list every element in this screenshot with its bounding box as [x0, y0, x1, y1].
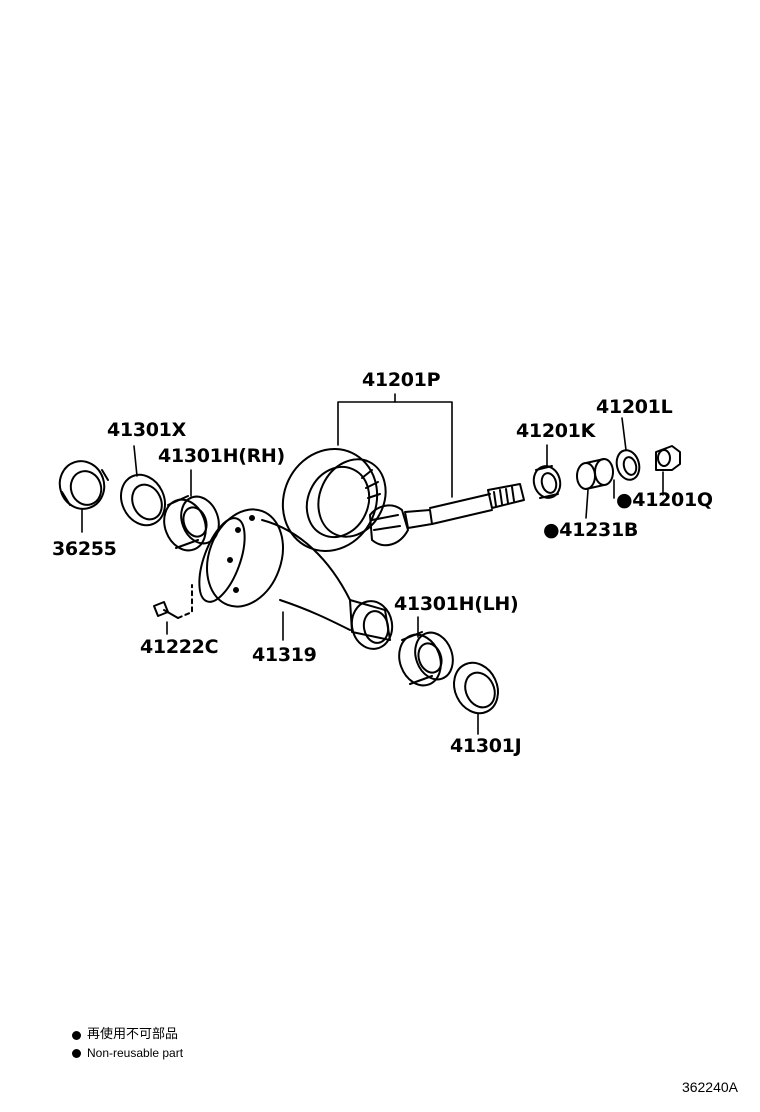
bullet-icon	[72, 1048, 81, 1058]
spacer-41231B[interactable]	[576, 458, 614, 490]
label-41222C: 41222C	[140, 636, 218, 658]
legend: 再使用不可部品 Non-reusable part	[72, 1026, 183, 1062]
bearing-41301H-rh[interactable]	[157, 491, 225, 556]
label-41301H-rh: 41301H(RH)	[158, 445, 285, 467]
label-41301X: 41301X	[107, 419, 187, 441]
drive-pinion-41201P[interactable]	[369, 483, 525, 547]
washer-41301J[interactable]	[446, 656, 506, 721]
legend-text-en: Non-reusable part	[87, 1046, 184, 1060]
legend-row-jp: 再使用不可部品	[72, 1026, 183, 1044]
washer-41301X[interactable]	[113, 468, 173, 533]
differential-case-41319[interactable]	[190, 499, 396, 652]
label-41201Q: ●41201Q	[616, 489, 713, 511]
label-41301H-lh: 41301H(LH)	[394, 593, 518, 615]
bearing-41301H-lh[interactable]	[392, 627, 459, 691]
label-41201P: 41201P	[362, 369, 441, 391]
legend-text-jp: 再使用不可部品	[87, 1027, 179, 1042]
label-41319: 41319	[252, 644, 317, 666]
oil-seal-36255[interactable]	[54, 455, 111, 514]
label-41201K: 41201K	[516, 420, 597, 442]
bullet-icon	[72, 1030, 81, 1040]
bearing-41201K[interactable]	[530, 463, 563, 501]
pin-41222C[interactable]	[153, 584, 193, 619]
label-41301J: 41301J	[450, 735, 521, 757]
label-36255: 36255	[52, 538, 117, 560]
nut-41201Q[interactable]	[655, 445, 681, 471]
legend-row-en: Non-reusable part	[72, 1044, 183, 1062]
leader-lines	[81, 393, 664, 735]
label-41201L: 41201L	[596, 396, 673, 418]
label-41231B: ●41231B	[543, 519, 638, 541]
bearing-41201L[interactable]	[613, 448, 642, 483]
ring-gear-41201P[interactable]	[266, 433, 398, 566]
reference-code: 362240A	[681, 1079, 738, 1095]
